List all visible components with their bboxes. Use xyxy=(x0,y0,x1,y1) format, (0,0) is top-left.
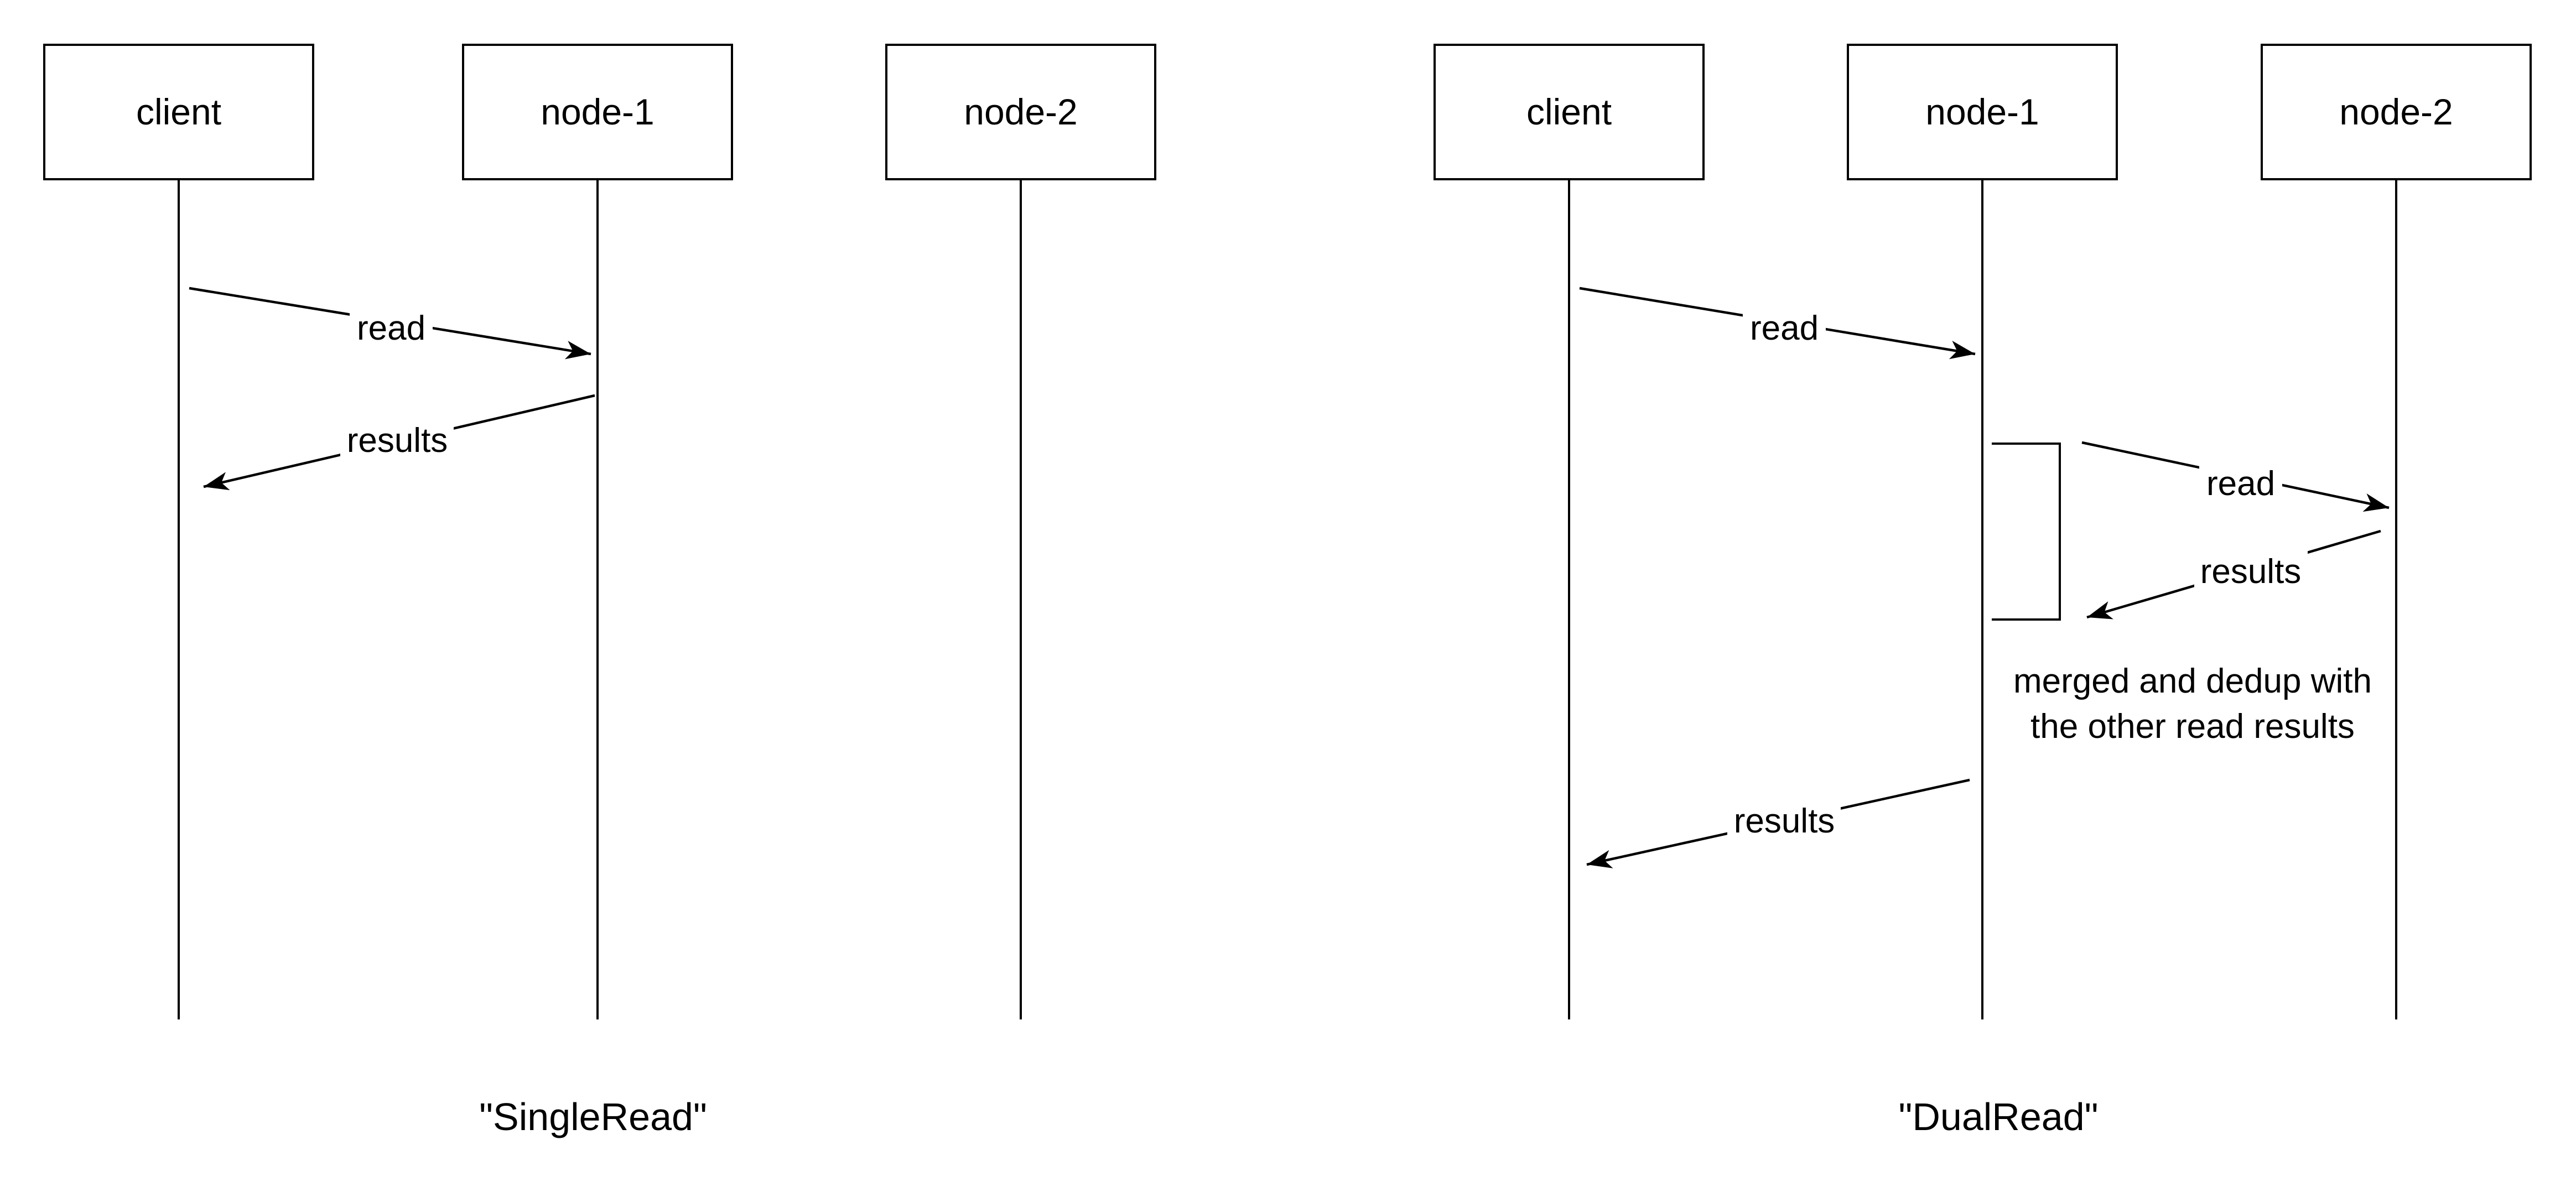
message-label-bg xyxy=(340,419,454,460)
message-label-read: read xyxy=(2206,465,2275,503)
message-label-bg xyxy=(2194,550,2308,591)
actor-box-node-2 xyxy=(885,44,1156,180)
message-label-results: results xyxy=(1734,802,1835,840)
message-label-results: results xyxy=(2200,553,2302,591)
message-label-bg xyxy=(1743,307,1826,348)
note-line-2: the other read results xyxy=(2030,707,2355,746)
actor-label-node-2: node-2 xyxy=(964,91,1078,132)
actor-box-node-1 xyxy=(1847,44,2118,180)
actor-box-client xyxy=(1434,44,1705,180)
actor-label-client: client xyxy=(1526,91,1612,132)
message-label-read: read xyxy=(357,309,425,347)
message-label-bg xyxy=(2199,462,2282,503)
actor-label-node-2: node-2 xyxy=(2339,91,2453,132)
actor-box-client xyxy=(43,44,314,180)
message-label-results: results xyxy=(347,421,448,460)
diagram-caption-dualread: "DualRead" xyxy=(1898,1095,2098,1138)
actor-label-client: client xyxy=(136,91,221,132)
note-line-1: merged and dedup with xyxy=(2013,662,2372,700)
actor-label-node-1: node-1 xyxy=(541,91,655,132)
message-label-bg xyxy=(1727,800,1841,841)
actor-box-node-1 xyxy=(462,44,733,180)
diagram-caption-singleread: "SingleRead" xyxy=(479,1095,707,1138)
message-label-bg xyxy=(350,307,433,348)
activation-bracket xyxy=(1992,443,2061,621)
actor-label-node-1: node-1 xyxy=(1925,91,2039,132)
message-label-read: read xyxy=(1750,309,1819,347)
actor-box-node-2 xyxy=(2261,44,2532,180)
singleread-diagram: client node-1 node-2 read results "Singl… xyxy=(43,44,1156,1138)
dualread-diagram: client node-1 node-2 read read results m… xyxy=(1434,44,2532,1138)
